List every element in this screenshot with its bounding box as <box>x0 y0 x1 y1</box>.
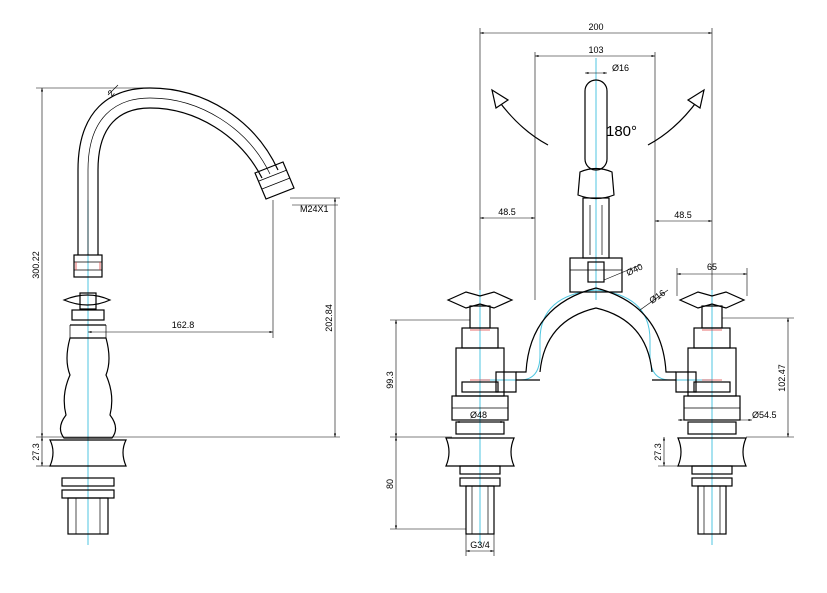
front-bridge <box>495 257 697 393</box>
dim-handle-height-right: 102.47 <box>777 364 787 392</box>
rotation-arrows: 180° <box>491 88 705 146</box>
dim-center-distance: 103 <box>588 45 603 55</box>
side-dimensions: 300.22 27.3 162.8 202.84 M24X1 2 <box>31 84 340 467</box>
dim-base-height-side: 27.3 <box>31 443 41 461</box>
dim-thread-m24: M24X1 <box>300 204 329 214</box>
dim-offset-left: 48.5 <box>498 207 516 217</box>
dim-bridge-dia: Ø40 <box>625 262 645 278</box>
rotate-arrowhead-left-icon <box>491 88 510 109</box>
dim-spout-dia: Ø16 <box>612 63 629 73</box>
bridge-axis <box>480 289 712 381</box>
right-valve <box>677 291 747 535</box>
dim-tail-length: 80 <box>385 479 395 489</box>
dim-reach: 162.8 <box>172 320 195 330</box>
dim-height-total: 300.22 <box>31 251 41 279</box>
rotate-arrowhead-right-icon <box>686 88 705 109</box>
dim-handle-height-left: 99.3 <box>385 371 395 389</box>
side-spout <box>77 87 295 255</box>
side-body <box>49 254 127 535</box>
dim-spout-height: 202.84 <box>324 304 334 332</box>
dim-handle-span: 65 <box>707 262 717 272</box>
rotate-arrow-left-icon <box>497 99 549 146</box>
front-dimensions: 200 103 Ø16 48.5 48.5 Ø40 Ø16 65 99.3 <box>385 22 794 556</box>
dim-rotation: 180° <box>606 123 637 140</box>
rotate-arrow-right-icon <box>647 99 699 146</box>
side-view: 300.22 27.3 162.8 202.84 M24X1 2 <box>31 84 340 545</box>
dim-small-mark: 2 <box>106 88 117 98</box>
dim-base-dia-left: Ø48 <box>470 410 487 420</box>
dim-offset-right: 48.5 <box>674 210 692 220</box>
left-valve <box>445 291 515 535</box>
dim-tail-thread: G3/4 <box>470 540 490 550</box>
dim-bridge-tube-dia: Ø16 <box>647 288 667 306</box>
dim-base-dia-right: Ø54.5 <box>752 410 777 420</box>
front-view: 180° 200 103 Ø16 48.5 48.5 Ø40 Ø16 <box>385 22 794 556</box>
dim-overall-width: 200 <box>588 22 603 32</box>
dim-base-height-front: 27.3 <box>653 443 663 461</box>
